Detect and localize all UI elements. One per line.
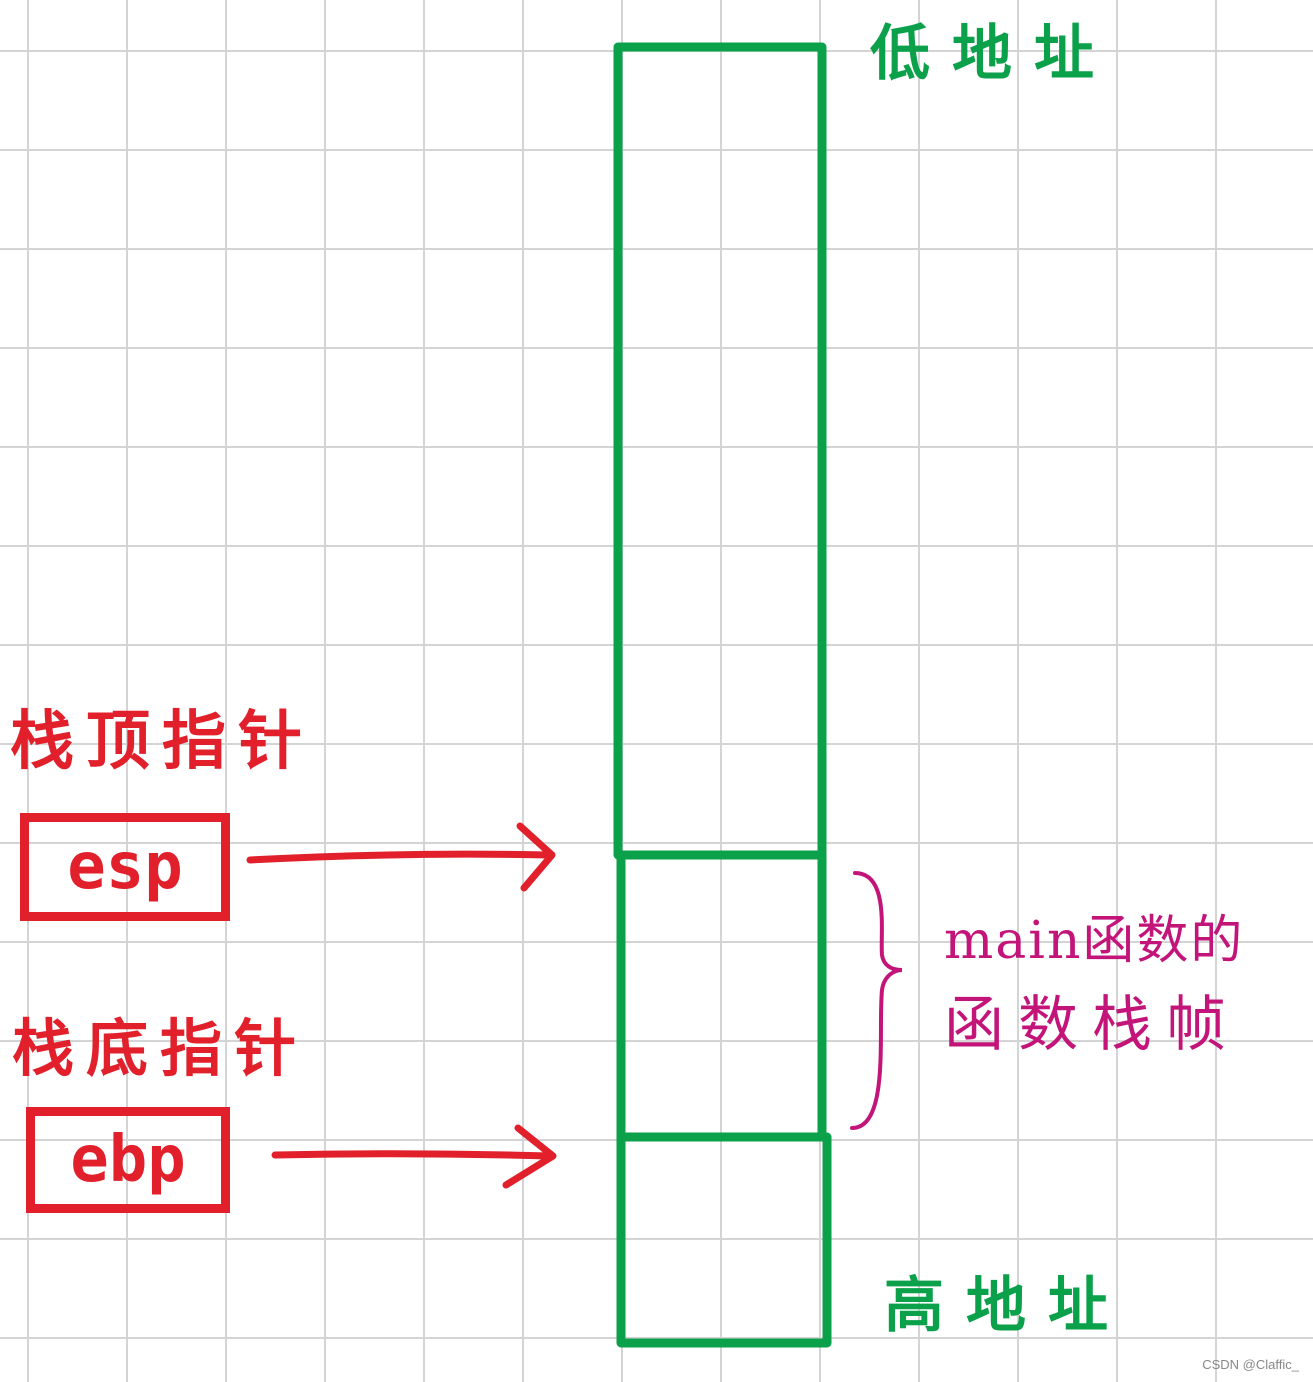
stack-lower-region xyxy=(616,1132,832,1348)
stack-upper-region xyxy=(613,42,827,860)
low-address-label: 低地址 xyxy=(870,19,1116,89)
main-frame-brace xyxy=(850,871,903,1130)
stack-top-pointer-label: 栈顶指针 xyxy=(10,704,314,779)
ebp-register-box: ebp xyxy=(26,1107,230,1213)
watermark: CSDN @Claffic_ xyxy=(1202,1357,1299,1372)
esp-register-label: esp xyxy=(67,830,183,904)
esp-arrow xyxy=(246,822,556,892)
main-frame-caption-line1: main函数的 xyxy=(944,911,1245,971)
ebp-arrow xyxy=(271,1124,557,1189)
high-address-label: 高地址 xyxy=(884,1271,1130,1341)
ebp-register-label: ebp xyxy=(70,1123,186,1197)
esp-register-box: esp xyxy=(20,813,230,921)
main-frame-caption-line2: 函数栈帧 xyxy=(944,990,1240,1060)
main-stack-frame xyxy=(616,850,827,1142)
stack-bottom-pointer-label: 栈底指针 xyxy=(12,1012,309,1085)
stack-column xyxy=(613,42,832,1348)
